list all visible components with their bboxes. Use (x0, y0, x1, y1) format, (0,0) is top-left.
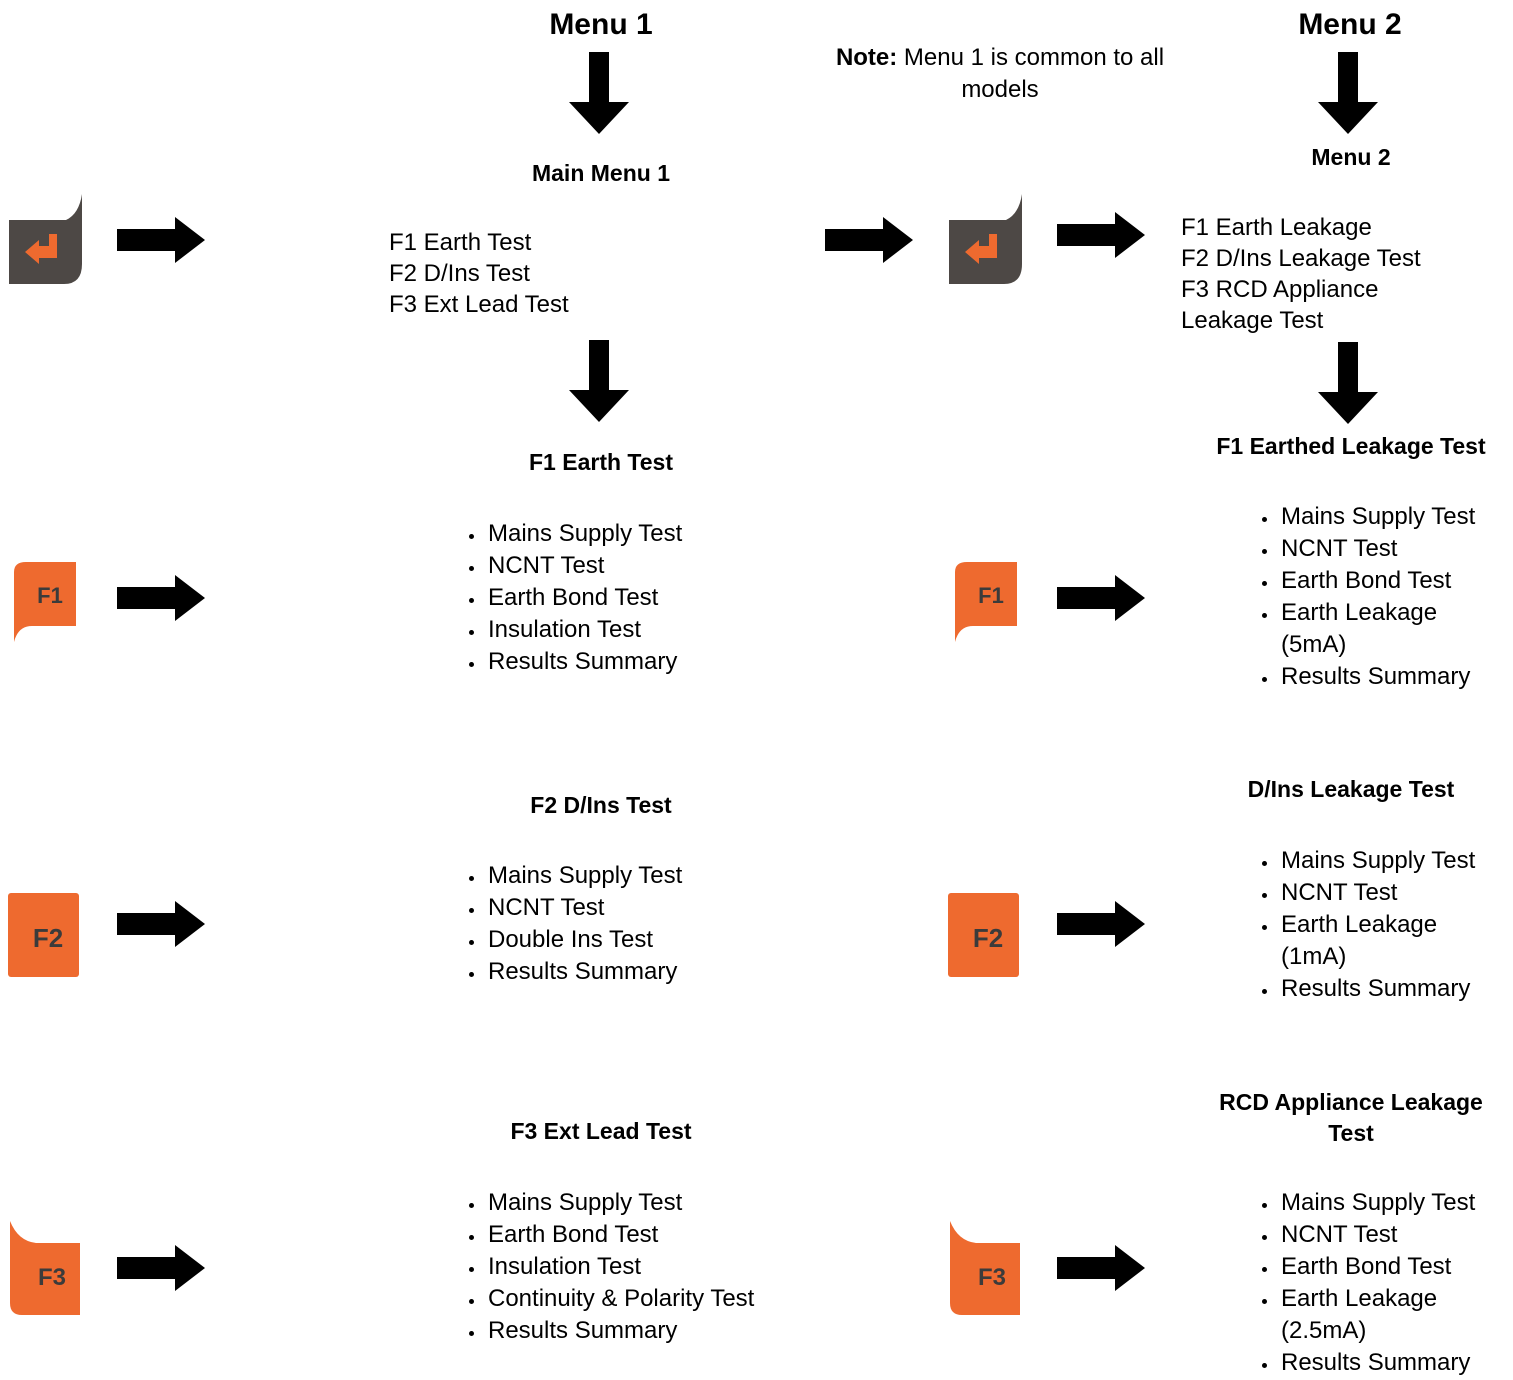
right-arrow-icon (117, 575, 205, 621)
f3-key-label: F3 (38, 1264, 66, 1291)
list-item: NCNT Test (1279, 1219, 1513, 1251)
list-item: Earth Bond Test (486, 582, 866, 614)
f1-earth-test-title: F1 Earth Test (529, 449, 673, 475)
menu1-option: F3 Ext Lead Test (389, 291, 569, 318)
f3-key-label: F3 (978, 1264, 1006, 1291)
f3-key-icon: F3 (950, 1221, 1020, 1315)
list-item: Results Summary (1279, 973, 1513, 1005)
list-item: Results Summary (486, 646, 866, 678)
list-item: Earth Bond Test (1279, 1251, 1513, 1283)
main-menu1-title: Main Menu 1 (531, 160, 670, 186)
right-arrow-icon (1057, 1245, 1145, 1291)
list-item: Mains Supply Test (1279, 501, 1513, 533)
list-item: Earth Bond Test (1279, 565, 1513, 597)
f2-key-label: F2 (33, 923, 63, 953)
f3-key-icon: F3 (10, 1221, 80, 1315)
f1-earth-test-list: Mains Supply Test NCNT Test Earth Bond T… (440, 518, 866, 678)
rcd-title-line: RCD Appliance Leakage (1219, 1089, 1483, 1115)
rcd-title-line: Test (1328, 1120, 1374, 1146)
right-arrow-icon (1057, 575, 1145, 621)
menu1-option: F2 D/Ins Test (389, 260, 530, 287)
menu1-options: F1 Earth Test F2 D/Ins Test F3 Ext Lead … (389, 227, 569, 320)
down-arrow-icon (569, 340, 629, 422)
enter-key-icon (9, 194, 82, 284)
f2-dins-test-title: F2 D/Ins Test (530, 792, 672, 818)
f2-dins-test-list: Mains Supply Test NCNT Test Double Ins T… (440, 860, 866, 988)
menu2-option: F3 RCD Appliance (1181, 276, 1379, 303)
list-item: Results Summary (486, 1315, 886, 1347)
f1-key-label: F1 (978, 583, 1004, 608)
right-arrow-icon (1057, 212, 1145, 258)
list-item: Mains Supply Test (1279, 1187, 1513, 1219)
right-arrow-icon (1057, 901, 1145, 947)
menu2-options: F1 Earth Leakage F2 D/Ins Leakage Test F… (1181, 212, 1421, 336)
list-item: Results Summary (1279, 661, 1513, 693)
list-item: NCNT Test (486, 550, 866, 582)
down-arrow-icon (1318, 52, 1378, 134)
menu2-option: F2 D/Ins Leakage Test (1181, 245, 1421, 272)
right-arrow-icon (117, 901, 205, 947)
menu1-option: F1 Earth Test (389, 229, 532, 256)
list-item: Double Ins Test (486, 924, 866, 956)
f1-earthed-leakage-list: Mains Supply Test NCNT Test Earth Bond T… (1233, 501, 1513, 693)
list-item: Earth Leakage (2.5mA) (1279, 1283, 1461, 1347)
f1-earthed-leakage-title: F1 Earthed Leakage Test (1216, 433, 1486, 459)
rcd-appliance-leakage-title: RCD Appliance Leakage Test (1190, 1087, 1512, 1149)
enter-key-icon (949, 194, 1022, 284)
list-item: NCNT Test (1279, 533, 1513, 565)
dins-leakage-list: Mains Supply Test NCNT Test Earth Leakag… (1233, 845, 1513, 1005)
note: Note: Menu 1 is common to all models (820, 42, 1180, 106)
list-item: Insulation Test (486, 1251, 886, 1283)
list-item: Mains Supply Test (1279, 845, 1513, 877)
f2-key-icon: F2 (8, 893, 79, 977)
right-arrow-icon (825, 217, 913, 263)
menu1-title: Menu 1 (549, 8, 653, 41)
menu2-option: F1 Earth Leakage (1181, 214, 1372, 241)
list-item: NCNT Test (486, 892, 866, 924)
f2-key-icon: F2 (948, 893, 1019, 977)
list-item: Continuity & Polarity Test (486, 1283, 886, 1315)
list-item: Mains Supply Test (486, 860, 866, 892)
list-item: Earth Bond Test (486, 1219, 886, 1251)
menu2-title: Menu 2 (1298, 8, 1402, 41)
list-item: Results Summary (486, 956, 866, 988)
list-item: Earth Leakage (1mA) (1279, 909, 1461, 973)
note-label: Note: (835, 44, 898, 71)
list-item: Mains Supply Test (486, 1187, 886, 1219)
list-item: NCNT Test (1279, 877, 1513, 909)
rcd-appliance-leakage-list: Mains Supply Test NCNT Test Earth Bond T… (1233, 1187, 1513, 1379)
menu2-main-title: Menu 2 (1311, 144, 1391, 170)
right-arrow-icon (117, 217, 205, 263)
f1-key-icon: F1 (955, 562, 1017, 642)
f1-key-label: F1 (37, 583, 63, 608)
f2-key-label: F2 (973, 923, 1003, 953)
list-item: Earth Leakage (5mA) (1279, 597, 1461, 661)
menu2-option: Leakage Test (1181, 307, 1324, 334)
down-arrow-icon (569, 52, 629, 134)
note-text: Menu 1 is common to all models (897, 44, 1165, 103)
f1-key-icon: F1 (14, 562, 76, 642)
dins-leakage-title: D/Ins Leakage Test (1247, 776, 1455, 802)
list-item: Results Summary (1279, 1347, 1513, 1379)
f3-ext-lead-list: Mains Supply Test Earth Bond Test Insula… (440, 1187, 886, 1347)
right-arrow-icon (117, 1245, 205, 1291)
list-item: Mains Supply Test (486, 518, 866, 550)
f3-ext-lead-title: F3 Ext Lead Test (510, 1118, 692, 1144)
list-item: Insulation Test (486, 614, 866, 646)
down-arrow-icon (1318, 342, 1378, 424)
